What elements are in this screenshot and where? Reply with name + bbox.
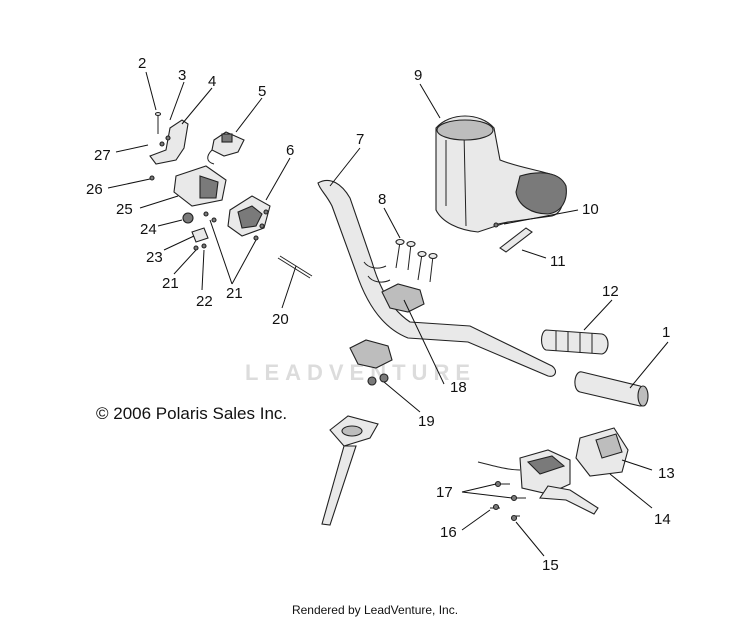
callout-24: 24 (140, 221, 157, 238)
handlebar-clamps (349, 283, 425, 369)
callout-1: 1 (662, 324, 670, 341)
callout-13: 13 (658, 465, 675, 482)
callout-21b: 21 (226, 285, 243, 302)
lever-bracket (149, 119, 189, 165)
callout-22: 22 (196, 293, 213, 310)
callout-5: 5 (258, 83, 266, 100)
brake-master-cylinder (477, 449, 599, 515)
throttle-housing (575, 427, 629, 477)
handlebar (317, 179, 557, 377)
copyright-text: © 2006 Polaris Sales Inc. (96, 404, 288, 423)
master-cylinder-screws (490, 480, 526, 522)
grip-right (574, 371, 649, 407)
callout-21a: 21 (162, 275, 179, 292)
callout-8: 8 (378, 191, 386, 208)
callout-18: 18 (450, 379, 467, 396)
callout-14: 14 (654, 511, 671, 528)
switch-block (191, 227, 209, 243)
callout-6: 6 (286, 142, 294, 159)
callout-17: 17 (436, 484, 453, 501)
handlebar-cover (435, 115, 567, 233)
housing-screw (149, 175, 155, 181)
callouts: 1 2 3 4 5 6 7 8 9 10 11 12 13 14 15 16 1… (86, 55, 675, 574)
footer-text: Rendered by LeadVenture, Inc. (291, 603, 459, 617)
callout-20: 20 (272, 311, 289, 328)
small-screws (193, 211, 259, 251)
kill-switch (207, 131, 245, 165)
callout-4: 4 (208, 73, 216, 90)
clamp-bolts (395, 238, 438, 283)
clamp-nuts (367, 373, 389, 386)
callout-11: 11 (550, 253, 566, 270)
callout-3: 3 (178, 67, 186, 84)
cover-screw (493, 221, 509, 228)
leader-lines (107, 71, 669, 557)
callout-26: 26 (86, 181, 103, 198)
throttle-cable (277, 255, 313, 279)
callout-19: 19 (418, 413, 435, 430)
housing-nut (182, 212, 194, 224)
callout-12: 12 (602, 283, 619, 300)
callout-2: 2 (138, 55, 146, 72)
housing-cover (227, 195, 271, 237)
cover-clip (499, 227, 533, 253)
callout-9: 9 (414, 67, 422, 84)
callout-16: 16 (440, 524, 457, 541)
callout-23: 23 (146, 249, 163, 266)
callout-15: 15 (542, 557, 559, 574)
pivot-pin (154, 111, 162, 134)
callout-10: 10 (582, 201, 599, 218)
callout-7: 7 (356, 131, 364, 148)
steering-post (321, 415, 379, 526)
callout-27: 27 (94, 147, 111, 164)
callout-25: 25 (116, 201, 133, 218)
switch-housing (173, 165, 227, 207)
grip-left (540, 329, 609, 355)
